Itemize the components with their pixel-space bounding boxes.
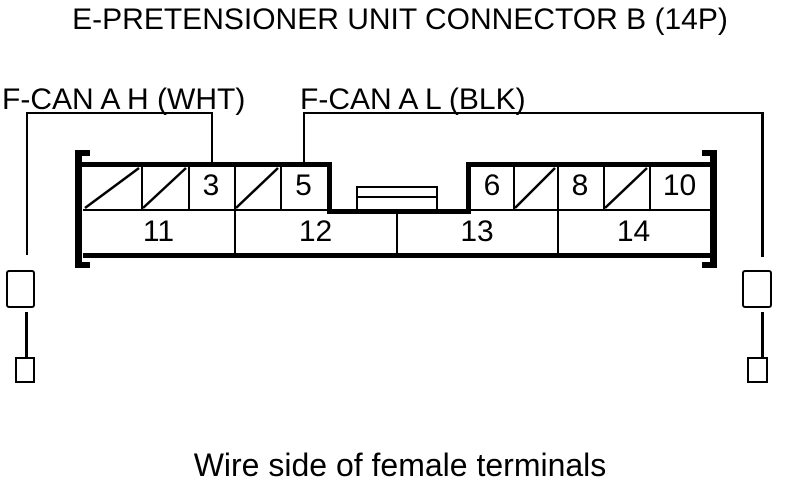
pin-divider <box>234 163 236 211</box>
right-end-cap-bar <box>710 150 717 268</box>
label-fcan-a-h: F-CAN A H (WHT) <box>2 83 246 116</box>
pin-divider <box>513 163 515 211</box>
notch-bottom-border <box>327 209 471 214</box>
right-wire-link-line <box>761 312 764 357</box>
pin-cell-8: 8 <box>571 169 589 202</box>
leader-drop-to-pin5 <box>303 112 305 164</box>
left-terminal-symbol-square <box>15 357 35 383</box>
pin-divider <box>141 163 143 211</box>
pin-cell-6: 6 <box>483 169 501 202</box>
left-connector-symbol-square <box>6 270 35 308</box>
pin-cell-7 <box>513 163 557 209</box>
housing-top-border-left <box>80 162 332 167</box>
left-end-cap-bar <box>75 150 82 268</box>
latch-key-inner-line <box>356 196 438 198</box>
pin-cell-10: 10 <box>662 169 697 202</box>
pin-cell-13: 13 <box>460 215 494 248</box>
notch-left-wall <box>327 162 332 214</box>
leader-underline-can-high <box>27 112 213 114</box>
pin-divider <box>280 163 282 211</box>
right-terminal-symbol-square <box>747 357 768 383</box>
pin-divider <box>188 163 190 211</box>
right-end-cap-tab-top <box>702 150 717 156</box>
left-end-cap-tab-top <box>75 150 90 156</box>
label-fcan-a-l: F-CAN A L (BLK) <box>300 83 526 116</box>
pin-cell-5: 5 <box>295 169 312 202</box>
pin-cell-9 <box>603 163 649 209</box>
pin-divider <box>396 211 398 253</box>
pin-cell-2 <box>141 163 188 209</box>
pin-cell-4 <box>234 163 280 209</box>
leader-drop-to-pin3 <box>211 112 213 164</box>
pin-cell-14: 14 <box>616 215 651 248</box>
right-connector-symbol-square <box>742 270 772 308</box>
housing-bottom-border <box>83 253 710 258</box>
wire-side-caption: Wire side of female terminals <box>193 447 607 483</box>
pin-divider <box>557 211 559 253</box>
leader-underline-can-low <box>303 112 763 114</box>
housing-top-border-right <box>466 162 710 167</box>
pin-cell-1 <box>83 163 141 209</box>
page-title: E-PRETENSIONER UNIT CONNECTOR B (14P) <box>72 3 728 36</box>
leader-right-vertical <box>761 112 764 257</box>
right-end-cap-tab-bottom <box>702 262 717 268</box>
latch-key-outline <box>356 186 438 211</box>
pin-cell-3: 3 <box>202 169 220 202</box>
leader-left-vertical <box>26 112 28 255</box>
left-wire-link-line <box>25 312 28 358</box>
pin-divider <box>603 163 605 211</box>
pin-cell-12: 12 <box>298 215 333 248</box>
pin-divider <box>649 163 651 211</box>
pin-cell-11: 11 <box>142 215 175 248</box>
notch-right-wall <box>466 162 471 214</box>
left-end-cap-tab-bottom <box>75 262 90 268</box>
pin-divider <box>234 211 236 253</box>
pin-divider <box>557 163 559 211</box>
